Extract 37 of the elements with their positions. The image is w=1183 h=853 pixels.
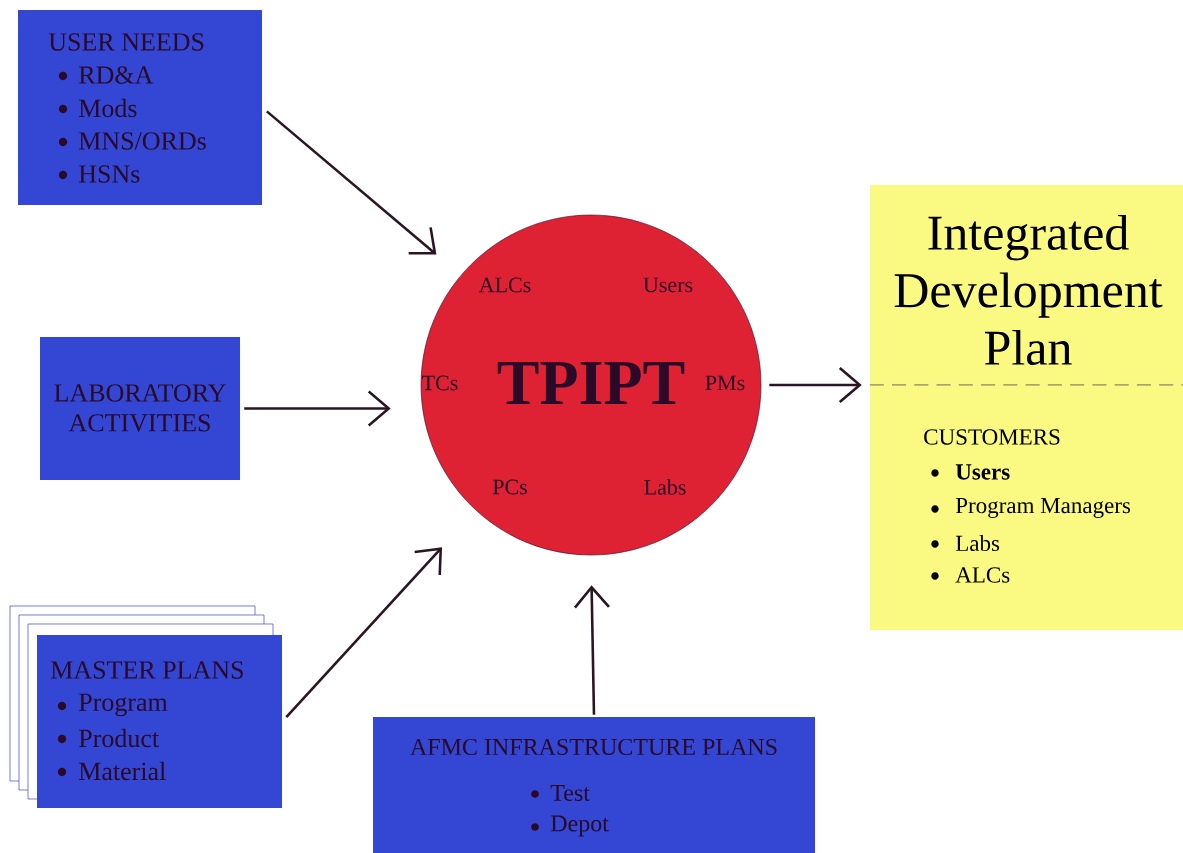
arrow [266, 110, 437, 255]
bullet-item: Program Managers [931, 497, 1131, 518]
circle-label: ALCs [478, 277, 531, 293]
bullet-item: MNS/ORDs [58, 132, 206, 150]
circle-label: PMs [705, 375, 745, 391]
bullet-item: Material [57, 761, 166, 781]
team-circle [420, 214, 762, 556]
text-box [373, 717, 815, 853]
bullet-item: Product [57, 728, 159, 748]
bullet-item: HSNs [58, 165, 140, 183]
plan-title: Integrated Development Plan [894, 214, 1163, 366]
bullet-item: Labs [931, 534, 1000, 552]
text-box [18, 10, 262, 205]
box-heading: AFMC INFRASTRUCTURE PLANS [410, 738, 777, 756]
bullet-item: Test [531, 785, 590, 801]
bullet-item: ALCs [931, 567, 1010, 583]
circle-label: PCs [492, 479, 527, 495]
arrow [769, 367, 862, 403]
circle-label: Labs [644, 479, 686, 495]
bullet-item: Depot [531, 815, 609, 837]
bullet-item: RD&A [58, 66, 154, 84]
section-heading: CUSTOMERS [924, 429, 1060, 445]
box-heading: LABORATORY ACTIVITIES [54, 384, 226, 432]
circle-label: Users [643, 277, 693, 293]
plan-box [869, 185, 1183, 630]
arrow [285, 547, 443, 718]
circle-title: TPIPT [497, 362, 685, 404]
stacked-document-box [9, 605, 282, 808]
box-heading: MASTER PLANS [51, 661, 243, 679]
bullet-item: Users [931, 464, 1010, 480]
circle-label: TCs [422, 375, 458, 391]
text-box [40, 337, 240, 480]
bullet-item: Mods [58, 98, 137, 118]
bullet-item: Program [57, 693, 168, 717]
arrow [244, 390, 391, 427]
box-heading: USER NEEDS [48, 33, 204, 51]
arrow [573, 585, 610, 715]
